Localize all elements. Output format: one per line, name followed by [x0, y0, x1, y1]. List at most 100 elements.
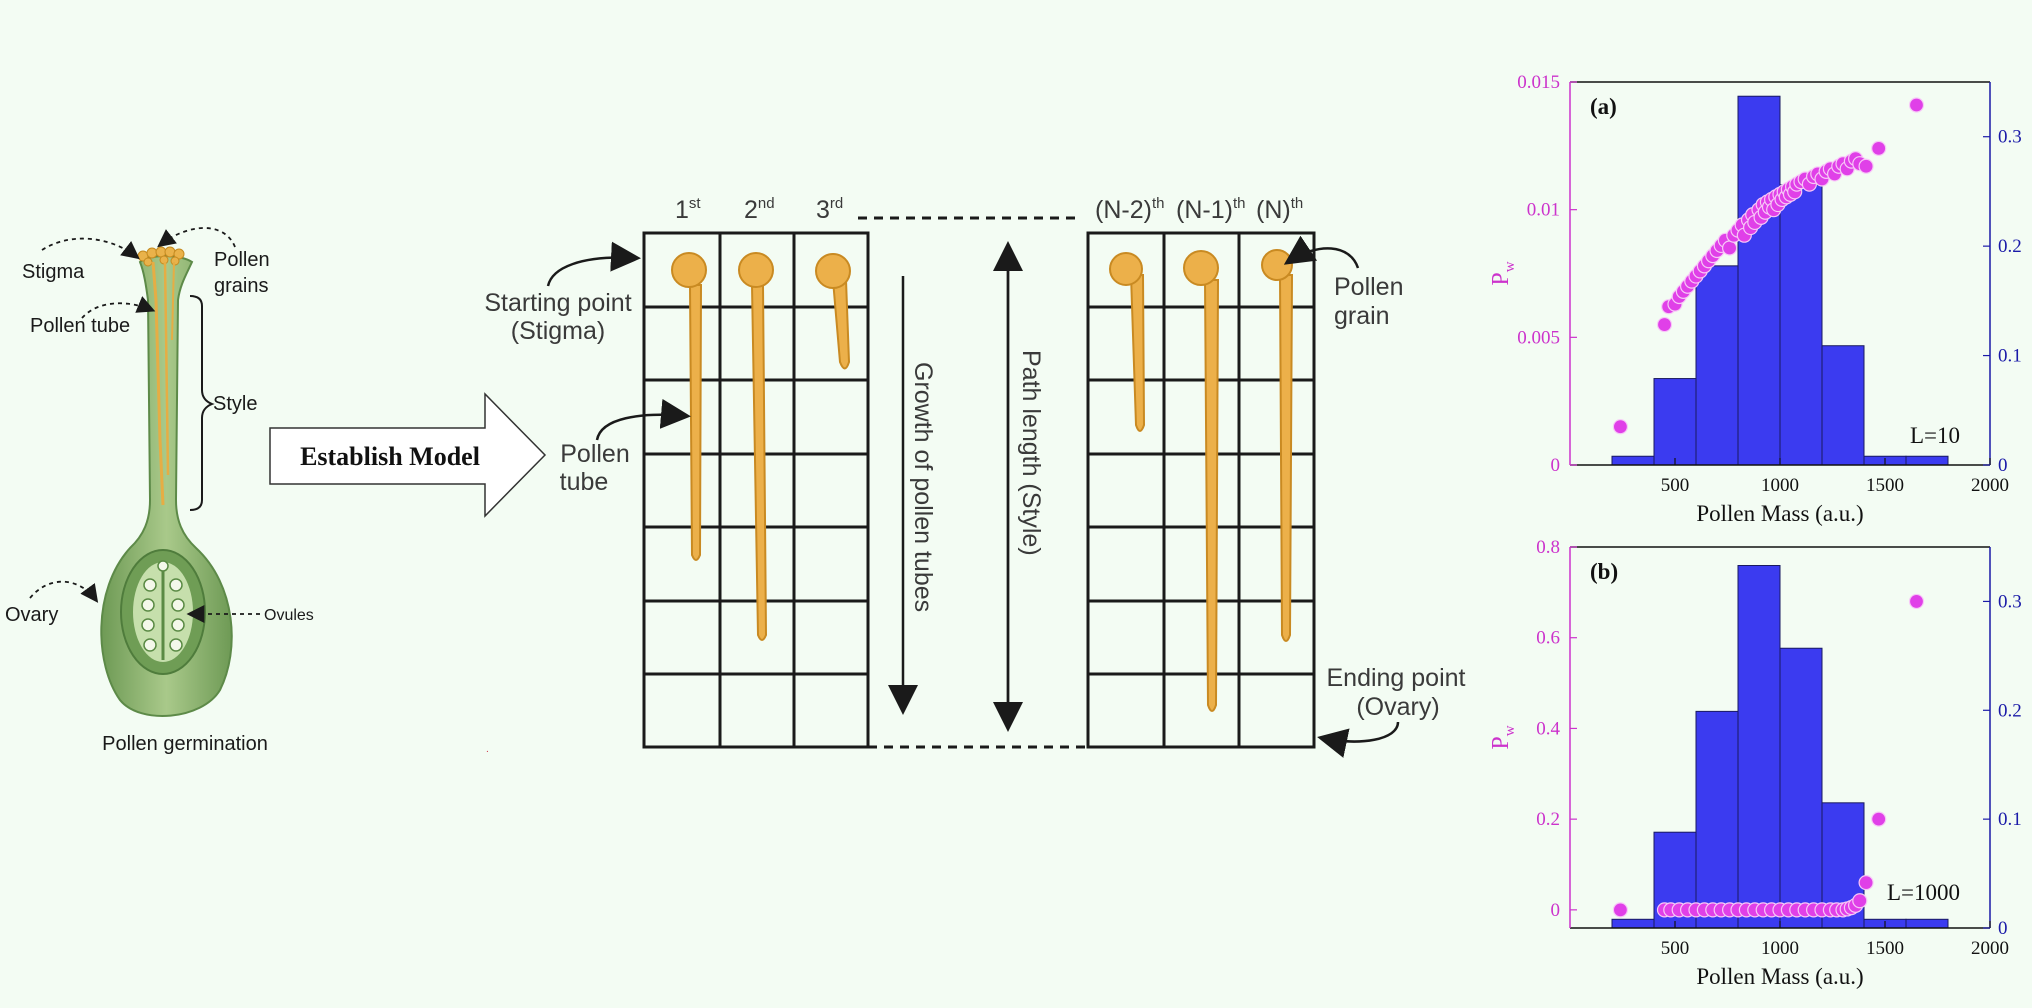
histogram-bar: [1611, 918, 1655, 929]
scatter-point: [1612, 902, 1629, 918]
column-header-n2: (N-2)th: [1095, 195, 1164, 224]
y-tick-label-left: 0.015: [1517, 72, 1560, 93]
histogram-bar: [1821, 345, 1865, 466]
y-tick-label-right: 0.2: [1998, 700, 2022, 721]
histogram-bar: [1905, 455, 1949, 466]
pollen-tubes: [671, 249, 1294, 712]
y-tick-label-left: 0.005: [1517, 327, 1560, 348]
scatter-point: [1858, 158, 1874, 174]
pollen-tube-label-line2: tube: [560, 468, 609, 496]
starting-point-label-line1: Starting point: [484, 289, 631, 317]
histogram-bar: [1737, 565, 1781, 929]
growth-of-pollen-tubes-label: Growth of pollen tubes: [909, 362, 937, 612]
ovary-label: Ovary: [5, 604, 58, 626]
pollen-grain-2: [738, 252, 774, 288]
x-tick-label: 1500: [1866, 475, 1904, 496]
pollen-grain-label-line2: grain: [1334, 302, 1390, 330]
pollen-grain-n: [1261, 249, 1293, 281]
pollen-tube-n: [1278, 274, 1294, 642]
grid-right: [1086, 231, 1316, 749]
scatter-point: [1612, 419, 1629, 435]
y-tick-label-left: 0.01: [1527, 200, 1560, 221]
histogram-bar: [1653, 378, 1697, 466]
histogram-bar: [1779, 184, 1823, 466]
x-tick-label: 2000: [1971, 475, 2009, 496]
x-tick-label: 500: [1661, 938, 1690, 959]
stigma-label: Stigma: [22, 261, 85, 283]
pollen-grain-3: [815, 253, 851, 289]
pollen-tube-1: [688, 284, 703, 561]
column-header-1: 1st: [675, 195, 701, 224]
ending-point-label-line1: Ending point: [1326, 664, 1465, 692]
ovules-cluster: [141, 560, 185, 660]
scatter-point: [1908, 97, 1925, 113]
tiny-mark: .: [486, 744, 489, 755]
y-tick-label-right: 0.3: [1998, 591, 2022, 612]
scatter-point: [1656, 316, 1673, 333]
pollen-grain-n2: [1109, 252, 1143, 286]
y-tick-label-right: 0: [1998, 918, 2008, 939]
stigma-pollen-grains: [137, 246, 185, 267]
pistil-pollen-tube: [151, 261, 165, 506]
pollen-grain-n1: [1183, 250, 1219, 286]
histogram-bar: [1779, 647, 1823, 929]
x-axis-label: Pollen Mass (a.u.): [1696, 964, 1863, 989]
annotation-label: L=1000: [1887, 880, 1960, 905]
pollen-grain-1: [671, 252, 707, 288]
y-tick-label-right: 0.1: [1998, 346, 2022, 367]
model-labels: Starting point (Stigma) Pollen tube Grow…: [484, 273, 1465, 721]
y-axis-label: Pw: [1488, 261, 1518, 285]
pollen-grains-label-line1: Pollen: [214, 249, 270, 271]
y-tick-label-left: 0: [1551, 900, 1561, 921]
dashed-connectors: [858, 216, 1088, 749]
y-tick-label-right: 0.3: [1998, 127, 2022, 148]
y-tick-label-right: 0.1: [1998, 809, 2022, 830]
path-length-label: Path length (Style): [1017, 350, 1045, 556]
pollen-tube-2: [750, 284, 768, 641]
x-tick-label: 1000: [1761, 938, 1799, 959]
y-tick-label-right: 0: [1998, 455, 2008, 476]
style-brace: [189, 295, 215, 511]
pollen-grain-label-line1: Pollen: [1334, 273, 1404, 301]
histogram-bar: [1611, 455, 1655, 466]
histogram-bar: [1737, 95, 1781, 466]
x-tick-label: 500: [1661, 475, 1690, 496]
pollen-tube-label: Pollen tube: [30, 315, 130, 337]
y-tick-label-left: 0: [1551, 455, 1561, 476]
style-label: Style: [213, 393, 257, 415]
ending-point-label-line2: (Ovary): [1356, 693, 1439, 721]
column-header-2: 2nd: [744, 195, 775, 224]
histogram-bar: [1695, 710, 1739, 929]
panel-label: (b): [1590, 559, 1618, 584]
column-header-n1: (N-1)th: [1176, 195, 1245, 224]
model-arrows: [546, 235, 1400, 758]
y-tick-label-left: 0.6: [1536, 628, 1560, 649]
establish-model-arrow: Establish Model: [269, 392, 547, 518]
x-tick-label: 1000: [1761, 475, 1799, 496]
annotation-label: L=10: [1910, 423, 1960, 448]
column-header-3: 3rd: [816, 195, 843, 224]
pollen-tube-3: [831, 279, 851, 370]
scatter-point: [1858, 875, 1874, 891]
ovules-label: Ovules: [264, 607, 314, 624]
panel-label: (a): [1590, 94, 1617, 119]
x-axis-label: Pollen Mass (a.u.): [1696, 501, 1863, 526]
establish-model-label: Establish Model: [300, 442, 480, 471]
y-tick-label-left: 0.2: [1536, 809, 1560, 830]
pollen-germination-caption: Pollen germination: [102, 733, 268, 755]
scatter-point: [1721, 240, 1738, 256]
y-tick-label-left: 0.8: [1536, 537, 1560, 558]
pollen-grains-label-line2: grains: [214, 275, 268, 297]
y-tick-label-right: 0.2: [1998, 236, 2022, 257]
flower-labels: Stigma Pollen grains Pollen tube Style O…: [5, 249, 314, 755]
y-axis-label: Pw: [1488, 725, 1518, 749]
column-headers: 1st 2nd 3rd (N-2)th (N-1)th (N)th: [675, 195, 1303, 224]
histogram-bar: [1905, 918, 1949, 929]
starting-point-label-line2: (Stigma): [511, 317, 605, 345]
scatter-point: [1871, 140, 1887, 156]
x-tick-label: 1500: [1866, 938, 1904, 959]
scatter-point: [1908, 593, 1925, 610]
pollen-tube-n1: [1203, 279, 1220, 712]
